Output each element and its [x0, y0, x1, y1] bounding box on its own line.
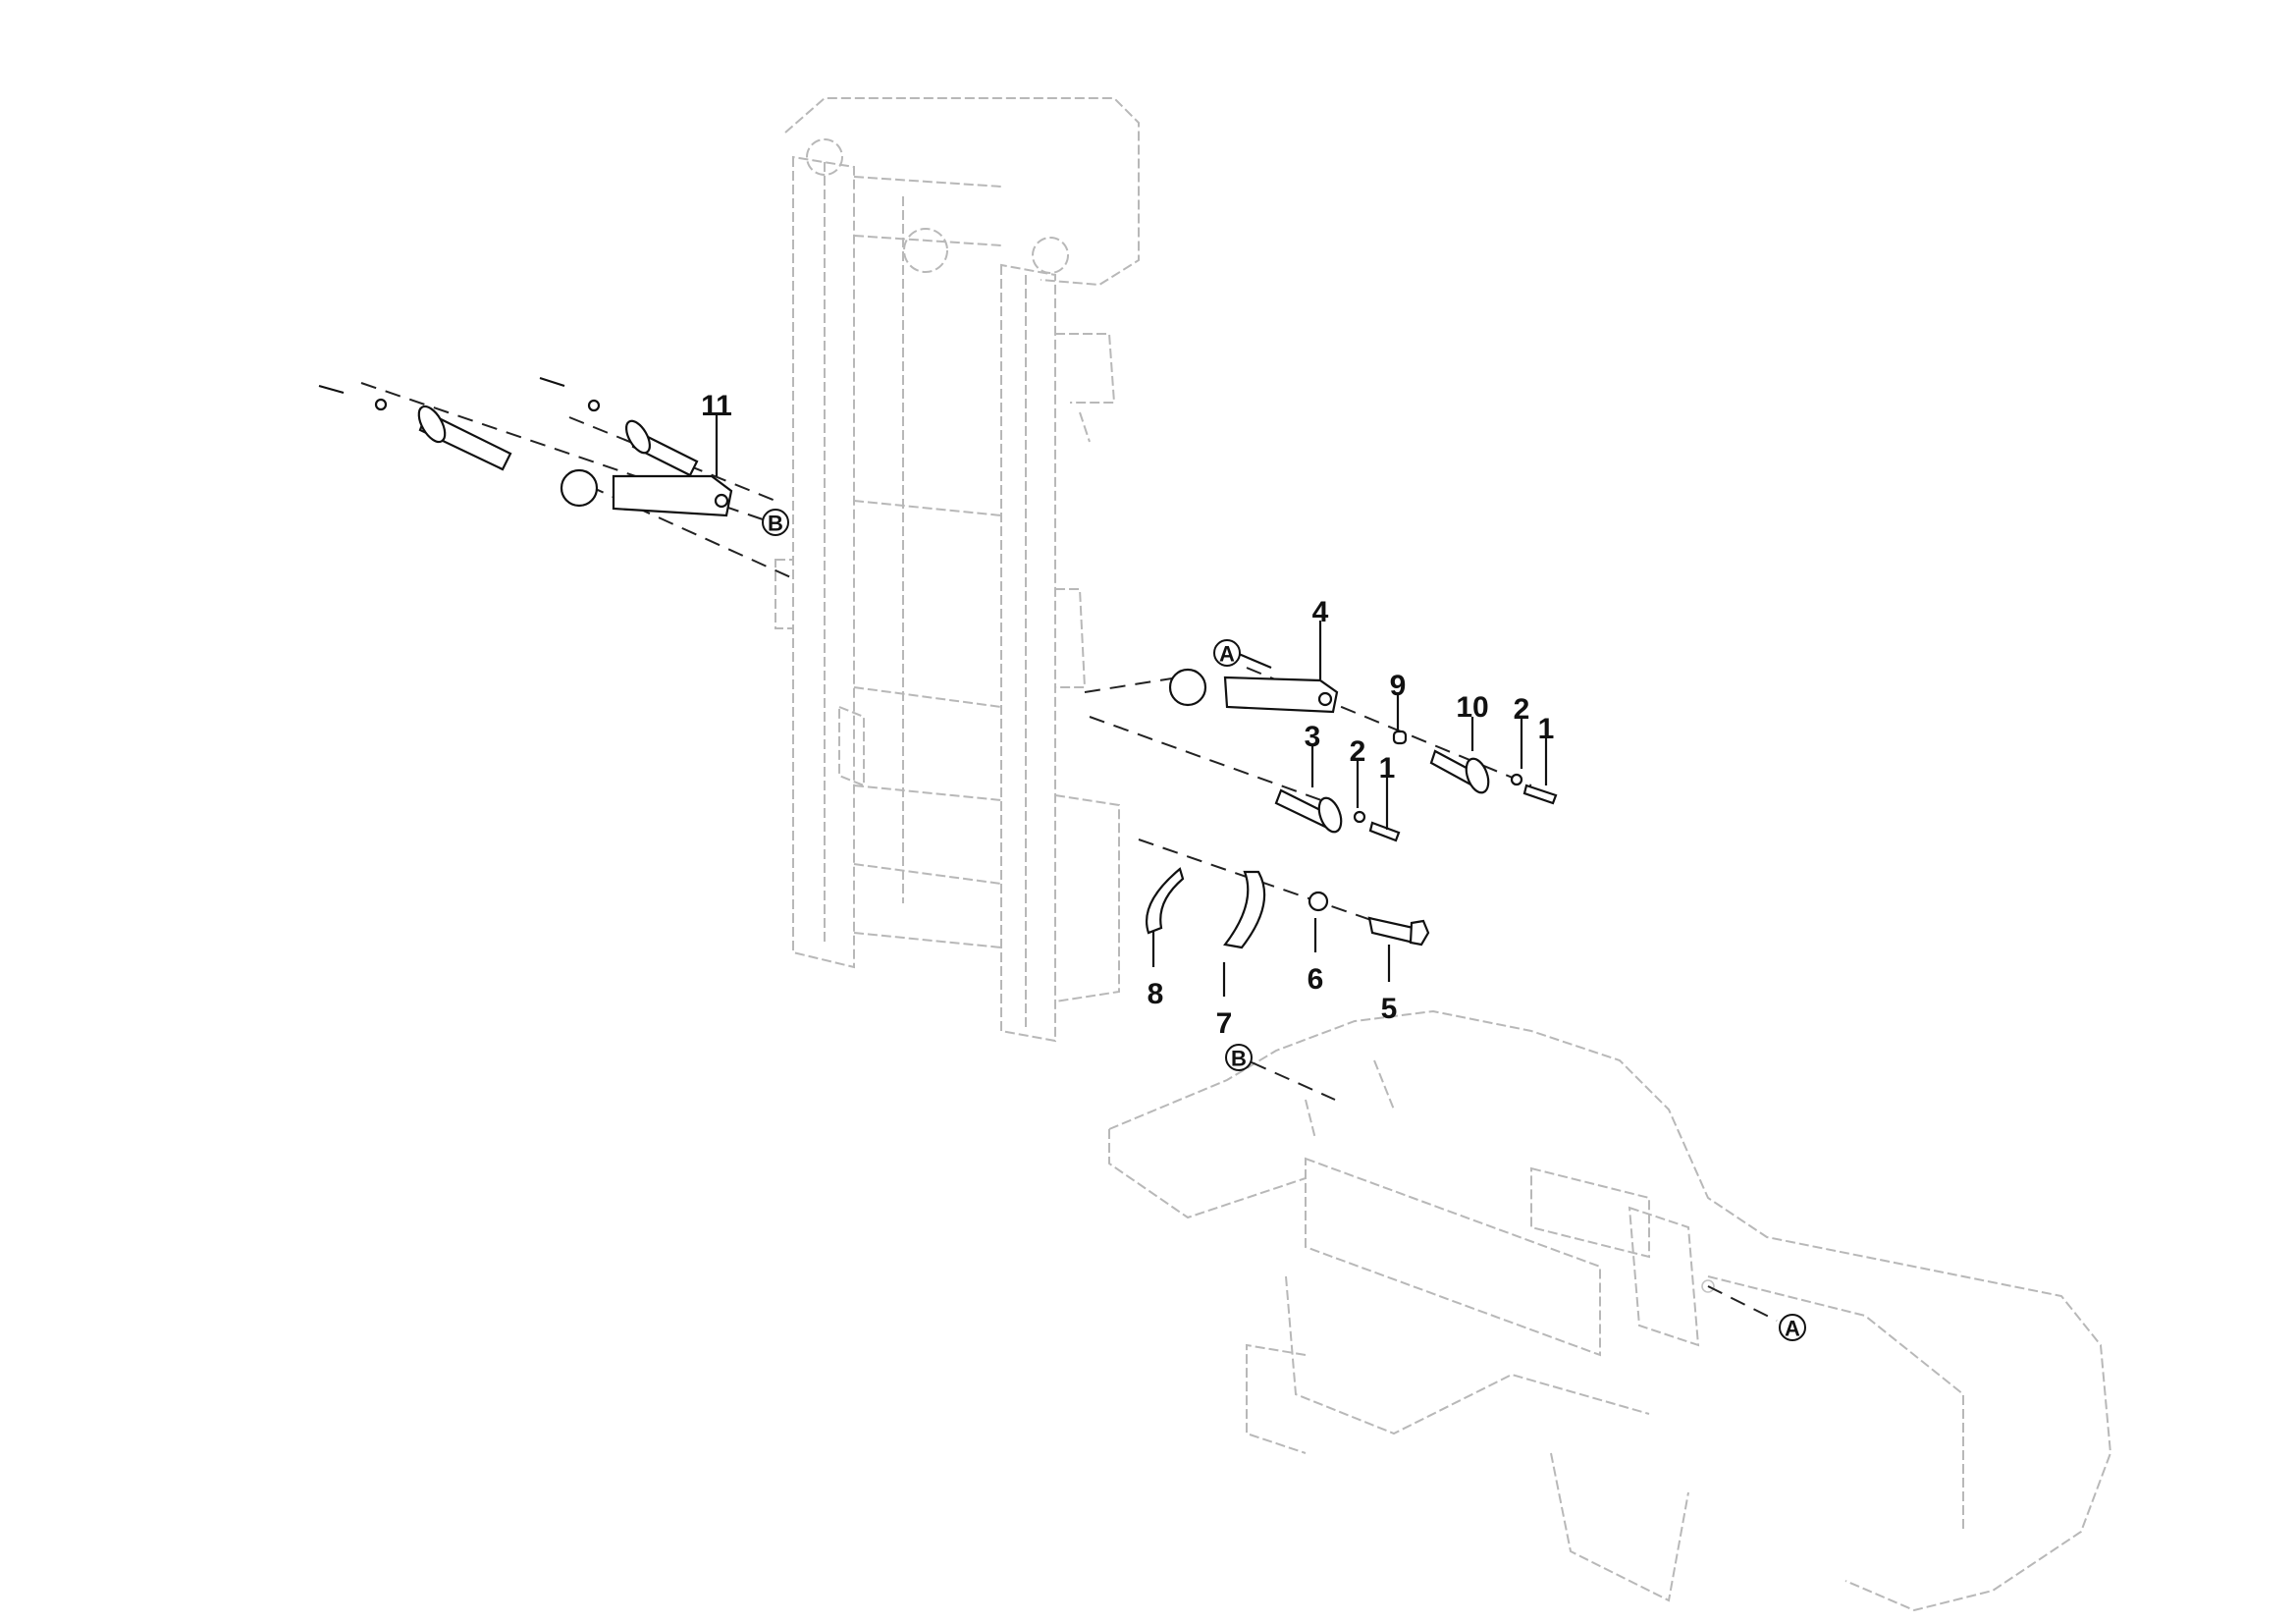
mast-assembly-ghost	[774, 97, 1140, 1043]
callout-leaders	[715, 412, 1548, 997]
callout-2: 2	[1350, 735, 1366, 768]
callout-5: 5	[1381, 993, 1398, 1025]
assembly-lines	[360, 382, 1778, 1322]
svg-text:B: B	[768, 512, 783, 536]
tilt-cylinder-right	[1168, 668, 1558, 842]
callout-1: 1	[1538, 713, 1555, 745]
callout-2: 2	[1514, 693, 1530, 726]
callout-6: 6	[1308, 963, 1324, 996]
callout-4: 4	[1312, 596, 1329, 628]
reference-b-top: B	[762, 509, 789, 536]
callout-7: 7	[1216, 1007, 1233, 1040]
callout-1: 1	[1379, 752, 1396, 785]
callout-3: 3	[1305, 721, 1321, 753]
reference-b-low: B	[1225, 1044, 1253, 1071]
callout-10: 10	[1456, 691, 1488, 724]
callout-9: 9	[1390, 670, 1407, 702]
lower-parts	[1145, 867, 1430, 949]
reference-a-low: A	[1779, 1314, 1806, 1341]
callout-8: 8	[1148, 978, 1164, 1010]
svg-text:A: A	[1219, 642, 1235, 667]
svg-text:B: B	[1231, 1047, 1247, 1071]
chassis-ghost	[1108, 1009, 2112, 1612]
callout-11: 11	[701, 390, 732, 422]
svg-text:A: A	[1785, 1317, 1800, 1341]
tilt-cylinder-left	[318, 376, 733, 517]
reference-a-mid: A	[1213, 639, 1241, 667]
